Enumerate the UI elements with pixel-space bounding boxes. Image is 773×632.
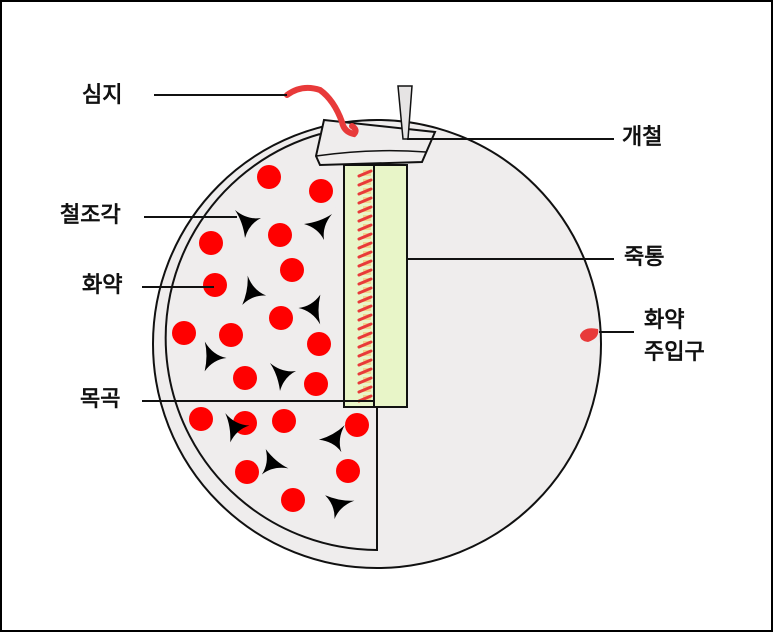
spiral-thread <box>357 205 373 214</box>
iron-piece <box>325 495 355 520</box>
spiral-thread <box>357 169 373 178</box>
gunpowder-pellet <box>345 413 369 437</box>
gunpowder-pellet <box>336 459 360 483</box>
spiral-thread <box>357 340 373 349</box>
spiral-thread <box>357 259 373 268</box>
gunpowder-pellet <box>233 366 257 390</box>
spiral-thread <box>357 313 373 322</box>
spiral-thread <box>357 322 373 331</box>
spiral-thread <box>357 376 373 385</box>
wooden-spiral <box>357 169 373 403</box>
gunpowder-pellet <box>280 258 304 282</box>
label-iron-pieces: 철조각 <box>60 203 121 228</box>
gunpowder-pellet <box>257 165 281 189</box>
gunpowder-pellet <box>272 409 296 433</box>
label-wick: 심지 <box>82 83 123 108</box>
gunpowder-pellet <box>172 321 196 345</box>
spiral-thread <box>357 358 373 367</box>
iron-piece <box>242 275 267 305</box>
spiral-thread <box>357 385 373 394</box>
gunpowder-pellet <box>189 407 213 431</box>
iron-piece <box>270 363 296 391</box>
iron-pieces <box>204 210 355 520</box>
gunpowder-pellet <box>219 323 243 347</box>
gunpowder-pellet <box>199 231 223 255</box>
wick <box>284 84 359 138</box>
gunpowder-pellet <box>309 179 333 203</box>
spiral-thread <box>357 241 373 250</box>
label-lid: 개철 <box>622 125 663 150</box>
gunpowder-pellet <box>268 223 292 247</box>
spiral-thread <box>357 268 373 277</box>
spiral-thread <box>357 223 373 232</box>
spiral-thread <box>357 178 373 187</box>
iron-piece <box>298 294 321 325</box>
spiral-thread <box>357 277 373 286</box>
label-bamboo-tube: 죽통 <box>624 245 665 270</box>
label-gunpowder: 화약 <box>82 273 123 298</box>
iron-piece <box>318 425 345 453</box>
gunpowder-pellet <box>269 306 293 330</box>
label-powder-inlet-1: 화약 <box>644 308 685 333</box>
gunpowder-pellet <box>307 332 331 356</box>
spiral-thread <box>357 196 373 205</box>
spiral-thread <box>357 349 373 358</box>
leader-lines <box>142 94 634 402</box>
spiral-thread <box>357 250 373 259</box>
spiral-thread <box>357 304 373 313</box>
gunpowder-pellet <box>203 273 227 297</box>
iron-piece <box>204 341 227 372</box>
iron-piece <box>304 214 332 240</box>
spiral-thread <box>357 232 373 241</box>
gunpowder-pellets <box>172 165 369 512</box>
label-powder-inlet-2: 주입구 <box>644 340 705 365</box>
iron-piece <box>225 413 250 443</box>
spiral-thread <box>357 367 373 376</box>
spiral-thread <box>357 286 373 295</box>
gunpowder-pellet <box>281 488 305 512</box>
gunpowder-pellet <box>304 372 328 396</box>
bamboo-tube <box>343 164 408 408</box>
iron-piece <box>261 449 289 475</box>
powder-inlet <box>580 328 599 342</box>
label-wooden-spiral: 목곡 <box>80 387 121 412</box>
spiral-thread <box>357 331 373 340</box>
spiral-thread <box>357 214 373 223</box>
iron-piece <box>235 210 261 238</box>
gunpowder-pellet <box>235 460 259 484</box>
spiral-thread <box>357 295 373 304</box>
spiral-thread <box>357 187 373 196</box>
